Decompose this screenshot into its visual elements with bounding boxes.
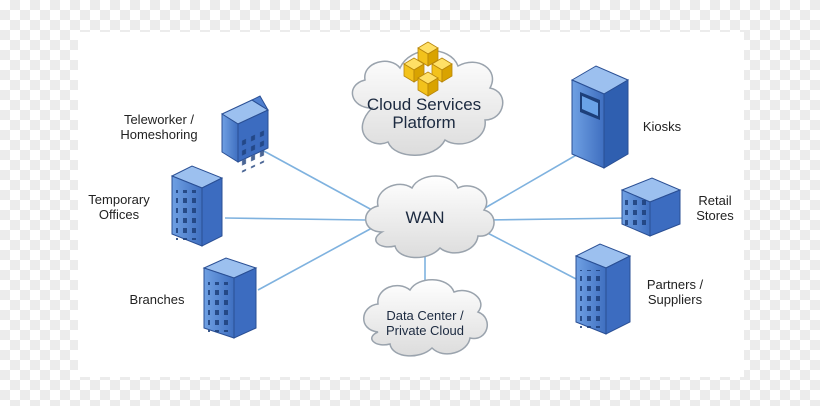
teleworker-building-icon: [220, 95, 270, 174]
retail-store-icon: [620, 177, 682, 237]
link-temporary: [224, 217, 366, 221]
branches-label: Branches: [129, 292, 185, 307]
partners-label: Partners / Suppliers: [646, 277, 704, 307]
link-teleworker: [261, 149, 373, 211]
partners-building-icon: [574, 243, 632, 335]
kiosk-icon: [570, 65, 630, 169]
kiosks-label: Kiosks: [642, 119, 682, 134]
teleworker-label: Teleworker / Homeshoring: [120, 112, 198, 142]
link-retail: [484, 217, 631, 221]
cube-stack-icon: [403, 41, 453, 97]
cloud-services-cloud: [351, 41, 504, 156]
temporary-offices-building-icon: [170, 165, 224, 247]
temporary-offices-label: Temporary Offices: [88, 192, 150, 222]
cloud-services-label: Cloud Services Platform: [366, 95, 482, 132]
branches-building-icon: [202, 257, 258, 339]
link-kiosks: [477, 149, 586, 213]
retail-stores-label: Retail Stores: [696, 193, 734, 223]
data-center-label: Data Center / Private Cloud: [385, 308, 465, 338]
data-center-cloud: [363, 279, 488, 357]
link-branches: [257, 227, 373, 291]
wan-label: WAN: [405, 208, 445, 227]
links: [224, 149, 631, 292]
wan-cloud: [365, 175, 495, 259]
link-partners: [477, 227, 579, 281]
